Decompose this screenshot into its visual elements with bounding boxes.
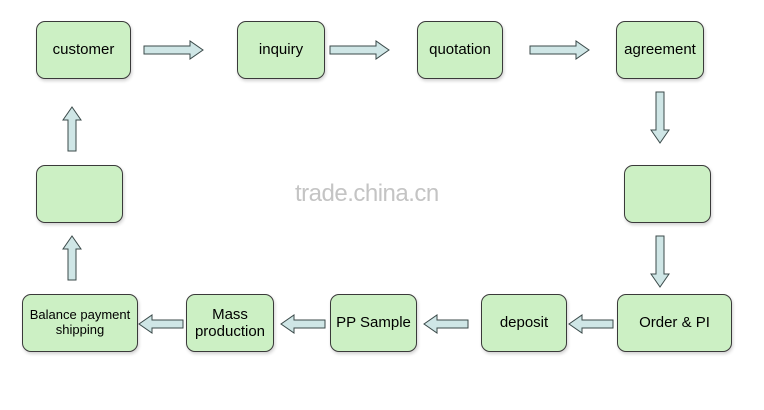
watermark: trade.china.cn — [295, 180, 439, 207]
node-agreement: agreement — [616, 21, 704, 79]
node-deposit: deposit — [481, 294, 567, 352]
arrow-agreement-down — [650, 91, 670, 144]
arrow-pp-sample-to-mass-production — [280, 314, 326, 334]
node-balance-payment-shipping-label: Balance payment shipping — [29, 307, 131, 337]
node-order-pi-label: Order & PI — [639, 314, 710, 332]
node-quotation: quotation — [417, 21, 503, 79]
node-pp-sample-label: PP Sample — [336, 314, 411, 332]
node-quotation-label: quotation — [429, 41, 491, 59]
arrow-left-middle-up — [62, 106, 82, 152]
node-balance-payment-shipping: Balance payment shipping — [22, 294, 138, 352]
node-inquiry-label: inquiry — [258, 41, 304, 59]
node-agreement-label: agreement — [624, 41, 696, 59]
node-customer-label: customer — [52, 41, 115, 59]
arrow-customer-to-inquiry — [143, 40, 204, 60]
node-left-middle — [36, 165, 123, 223]
arrow-balance-up — [62, 235, 82, 281]
node-deposit-label: deposit — [499, 314, 549, 332]
arrow-quotation-to-agreement — [529, 40, 590, 60]
node-mass-production-label: Mass production — [194, 305, 266, 340]
arrow-order-to-deposit — [568, 314, 614, 334]
node-inquiry: inquiry — [237, 21, 325, 79]
arrow-inquiry-to-quotation — [329, 40, 390, 60]
node-order-pi: Order & PI — [617, 294, 732, 352]
node-mass-production: Mass production — [186, 294, 274, 352]
node-pp-sample: PP Sample — [330, 294, 417, 352]
arrow-mass-production-to-balance — [138, 314, 184, 334]
node-customer: customer — [36, 21, 131, 79]
node-right-middle — [624, 165, 711, 223]
arrow-deposit-to-pp-sample — [423, 314, 469, 334]
arrow-right-middle-down — [650, 235, 670, 288]
